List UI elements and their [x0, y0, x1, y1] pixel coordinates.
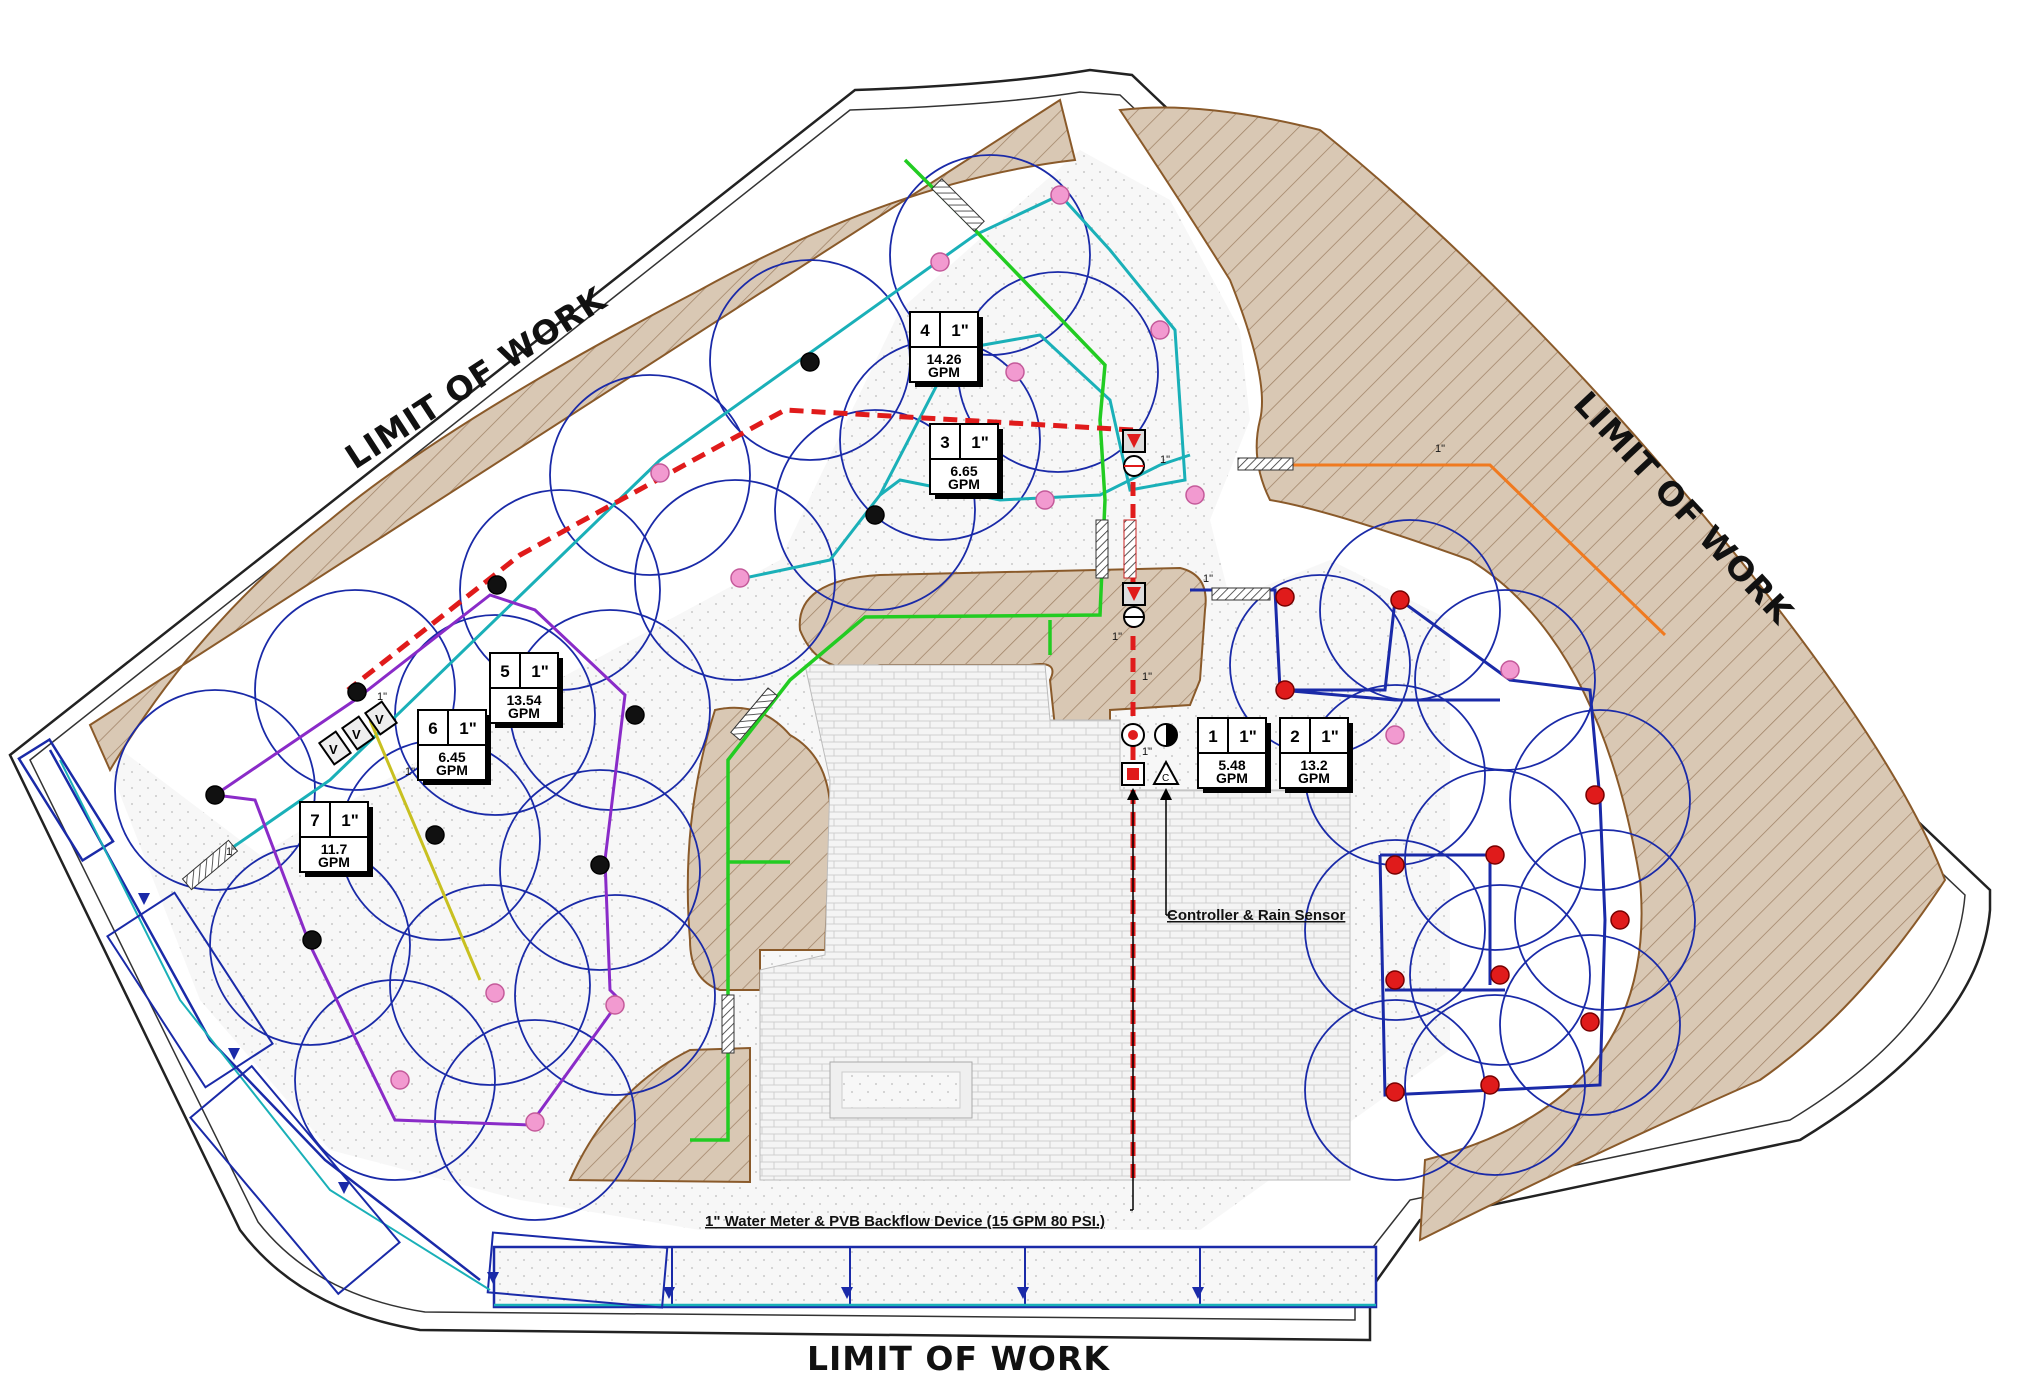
drip-indicator-icon	[338, 1182, 350, 1194]
bed-northwest	[88, 98, 1077, 773]
zone-pipe-size: 1"	[1239, 727, 1257, 746]
head-red-icon	[1275, 587, 1630, 1102]
controller-icon: C	[1152, 759, 1180, 785]
head-pink-icon	[390, 185, 1520, 1132]
bed-west-island	[686, 706, 832, 991]
valves: V V V	[317, 429, 1146, 766]
point-of-connection: C	[1121, 723, 1180, 1211]
drip-indicator-icon	[138, 893, 150, 905]
svg-text:V: V	[329, 742, 338, 757]
sprinkler-heads	[205, 185, 1630, 1132]
drip-valves	[138, 893, 1204, 1299]
zone-pipe-size: 1"	[951, 321, 969, 340]
paver-plaza	[759, 664, 1351, 1181]
bed-south	[568, 1046, 751, 1184]
svg-text:C: C	[1162, 773, 1169, 784]
zone-flow-unit: GPM	[948, 476, 980, 492]
pipe-size-label: 1"	[405, 766, 415, 778]
zone-flow: 5.48	[1218, 757, 1245, 773]
drip-indicator-icon	[487, 1272, 499, 1284]
zone-flow: 11.7	[321, 841, 348, 857]
drip-indicator-icon	[1017, 1287, 1029, 1299]
zone-number: 3	[940, 433, 949, 452]
pipe-size-label: 1"	[1142, 671, 1152, 683]
limit-of-work-label: LIMIT OF WORK	[807, 1339, 1110, 1378]
zone-flow: 13.2	[1300, 757, 1327, 773]
drip-indicator-icon	[841, 1287, 853, 1299]
zone-pipe-size: 1"	[459, 719, 477, 738]
lateral-orange	[1260, 463, 1667, 637]
pipe-size-label: 1"	[377, 691, 387, 703]
zone-flow: 14.26	[926, 351, 961, 367]
pipe-size-callouts: 1" 1" 1" 1" 1" 1" 1" 1" 1"	[226, 443, 1445, 858]
zone-flow-unit: GPM	[928, 364, 960, 380]
zone-flow: 6.65	[950, 463, 977, 479]
pipe-size-label: 1"	[1142, 746, 1152, 758]
svg-text:V: V	[375, 712, 384, 727]
zone-number: 6	[428, 719, 437, 738]
valve-manifold-west: V V V	[317, 700, 399, 766]
pipe-size-label: 1"	[1112, 631, 1122, 643]
bed-east	[1118, 106, 1947, 1242]
zone-number: 5	[500, 662, 509, 681]
zone-number: 7	[310, 811, 319, 830]
zone-flow: 6.45	[438, 749, 465, 765]
zone-pipe-size: 1"	[971, 433, 989, 452]
valve-icon	[1122, 582, 1146, 606]
pipe-size-label: 1"	[1435, 443, 1445, 455]
zone-pipe-size: 1"	[531, 662, 549, 681]
zone-flow: 13.54	[506, 692, 541, 708]
zone-number: 2	[1290, 727, 1299, 746]
zone-flow-unit: GPM	[1216, 770, 1248, 786]
lateral-yellow	[368, 719, 482, 981]
pipe-size-label: 1"	[226, 846, 236, 858]
zone-flow-unit: GPM	[318, 854, 350, 870]
zone-number: 4	[920, 321, 930, 340]
lateral-cyan	[199, 193, 1187, 872]
pipe-size-label: 1"	[1160, 454, 1170, 466]
pipe-size-label: 1"	[1203, 573, 1213, 585]
zone-flow-unit: GPM	[508, 705, 540, 721]
head-black-icon	[205, 352, 885, 950]
zone-pipe-size: 1"	[341, 811, 359, 830]
zone-pipe-size: 1"	[1321, 727, 1339, 746]
sleeves	[181, 178, 1294, 1054]
drip-indicator-icon	[663, 1287, 675, 1299]
rain-sensor-icon	[1154, 723, 1178, 747]
lateral-green-stub	[728, 620, 1052, 864]
drip-indicator-icon	[228, 1048, 240, 1060]
water-meter-icon	[1121, 762, 1145, 786]
meter-note: 1" Water Meter & PVB Backflow Device (15…	[705, 1213, 1105, 1230]
drip-indicator-icon	[1192, 1287, 1204, 1299]
lateral-green	[690, 158, 1107, 1142]
controller-note: Controller & Rain Sensor	[1167, 907, 1346, 924]
svg-text:V: V	[352, 727, 361, 742]
zone-flow-unit: GPM	[436, 762, 468, 778]
valve-icon	[1122, 429, 1146, 453]
zone-number: 1	[1208, 727, 1217, 746]
zone-flow-unit: GPM	[1298, 770, 1330, 786]
